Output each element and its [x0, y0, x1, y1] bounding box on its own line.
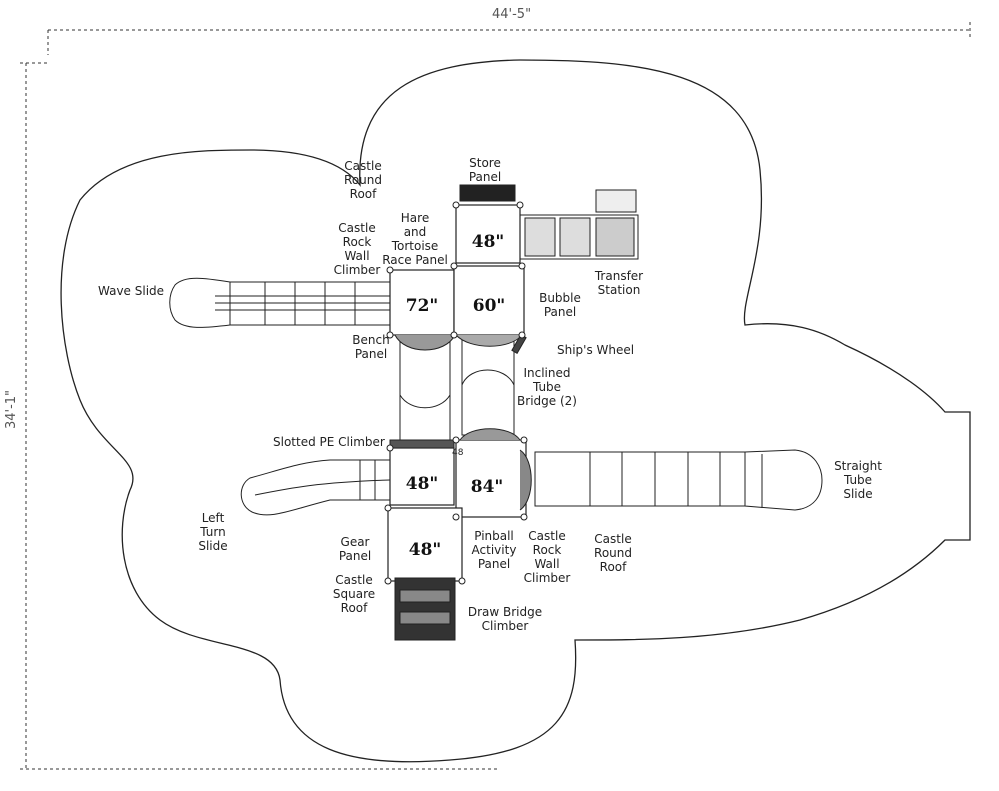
use-zone-boundary	[60, 59, 971, 763]
transfer-station	[519, 189, 639, 260]
label-bubble-panel: Bubble Panel	[539, 291, 581, 319]
label-left-turn-slide: Left Turn Slide	[198, 511, 228, 553]
label-castle-rock-wall-bottom: Castle Rock Wall Climber	[523, 529, 571, 585]
label-castle-square-roof: Castle Square Roof	[332, 573, 376, 615]
wave-slide	[169, 277, 391, 328]
straight-tube-slide	[534, 449, 823, 511]
deck-84: 84"	[470, 477, 504, 497]
label-slotted-pe-climber: Slotted PE Climber	[273, 435, 385, 449]
dimension-lines	[20, 22, 971, 770]
label-hare-tortoise: Hare and Tortoise Race Panel	[382, 211, 448, 267]
panels-and-roofs	[389, 184, 532, 641]
label-straight-tube-slide: Straight Tube Slide	[834, 459, 882, 501]
depth-dimension: 34'-1"	[4, 389, 20, 430]
deck-72: 72"	[405, 296, 439, 316]
deck-48-bottom: 48"	[408, 540, 442, 560]
deck-48-mid: 48"	[405, 474, 439, 494]
label-castle-round-roof-bottom: Castle Round Roof	[594, 532, 632, 574]
deck-48-small: 48	[452, 448, 464, 458]
label-ships-wheel: Ship's Wheel	[557, 343, 635, 357]
label-pinball-activity: Pinball Activity Panel	[471, 529, 517, 571]
label-gear-panel: Gear Panel	[338, 535, 372, 563]
left-turn-slide	[240, 459, 391, 516]
label-bench-panel: Bench Panel	[352, 333, 390, 361]
deck-60: 60"	[472, 296, 506, 316]
label-castle-round-roof-top: Castle Round Roof	[344, 159, 382, 201]
corner-posts	[384, 201, 528, 585]
label-transfer-station: Transfer Station	[594, 269, 644, 297]
label-draw-bridge-climber: Draw Bridge Climber	[467, 605, 543, 633]
label-store-panel: Store Panel	[468, 156, 502, 184]
inclined-tube-bridges	[399, 339, 515, 446]
decks	[387, 204, 527, 582]
label-castle-rock-wall-top: Castle Rock Wall Climber	[333, 221, 381, 277]
deck-48-top: 48"	[471, 232, 505, 252]
label-inclined-tube-bridge: Inclined Tube Bridge (2)	[517, 366, 577, 408]
width-dimension: 44'-5"	[492, 7, 532, 22]
label-wave-slide: Wave Slide	[98, 284, 165, 298]
